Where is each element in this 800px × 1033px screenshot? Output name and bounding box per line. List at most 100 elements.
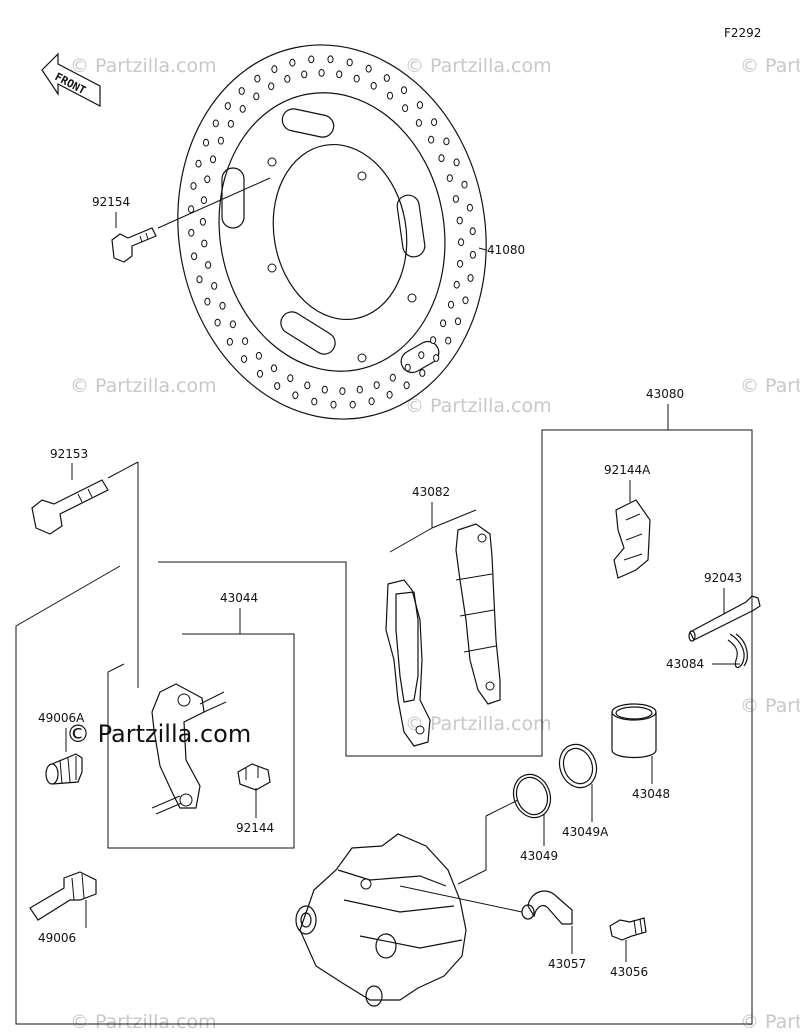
drill-hole (469, 227, 476, 236)
drill-hole (447, 300, 455, 309)
drill-hole (446, 174, 453, 183)
drill-hole (453, 280, 460, 289)
drill-hole (311, 397, 318, 406)
label-43084: 43084 (666, 657, 704, 671)
dust-seal-43049a[interactable] (554, 739, 603, 793)
bleeder-cap-43057[interactable] (399, 885, 573, 925)
drill-hole (226, 337, 233, 346)
label-43049: 43049 (520, 849, 558, 863)
watermark-text: © Partzilla.com (740, 1011, 800, 1033)
drill-hole (461, 180, 468, 189)
drill-hole (419, 369, 426, 377)
drill-hole (202, 138, 210, 147)
drill-hole (400, 86, 408, 95)
drill-hole (370, 81, 377, 90)
drill-hole (274, 382, 281, 390)
caliper-body[interactable] (295, 799, 519, 1007)
drill-hole (353, 74, 360, 83)
drill-hole (196, 275, 203, 284)
drill-hole (346, 58, 353, 67)
label-43080: 43080 (646, 387, 684, 401)
drill-hole (452, 195, 459, 203)
boot-49006[interactable] (29, 871, 97, 921)
piston-43048[interactable] (611, 703, 657, 759)
caliper-bolt-92153[interactable] (31, 461, 139, 535)
bracket-spring-92144[interactable] (237, 763, 271, 791)
watermark-text: © Partzilla.com (405, 713, 552, 735)
pad-pin-92043[interactable] (688, 595, 761, 642)
label-43082: 43082 (412, 485, 450, 499)
drill-hole (284, 75, 291, 83)
drill-hole (229, 320, 236, 329)
boot-49006a[interactable] (45, 753, 83, 785)
drill-hole (415, 119, 422, 127)
drill-hole (217, 136, 224, 145)
caliper-bracket-43044[interactable] (151, 683, 227, 815)
label-92043: 92043 (704, 571, 742, 585)
watermark-text: © Partzilla.com (740, 55, 800, 77)
label-49006a: 49006A (38, 711, 85, 725)
drill-hole (268, 82, 275, 91)
brake-pad-set-43082[interactable] (385, 523, 501, 747)
drill-hole (190, 182, 197, 190)
drill-hole (199, 217, 206, 226)
drill-hole (239, 105, 246, 113)
drill-hole (469, 250, 476, 259)
drill-hole (330, 400, 337, 409)
drill-hole (402, 104, 409, 113)
drill-hole (368, 397, 375, 406)
drill-hole (327, 55, 334, 64)
drill-hole (256, 369, 264, 378)
drill-hole (304, 381, 311, 390)
pad-spring-92144a[interactable] (613, 499, 651, 579)
drill-hole (242, 337, 249, 346)
drill-hole (204, 175, 211, 184)
drill-hole (204, 297, 211, 306)
drill-hole (188, 205, 195, 214)
drill-hole (200, 196, 207, 205)
drill-hole (255, 351, 262, 360)
drill-hole (416, 101, 423, 109)
drill-hole (191, 252, 198, 261)
label-92153: 92153 (50, 447, 88, 461)
drill-hole (457, 259, 464, 268)
label-92144: 92144 (236, 821, 274, 835)
drill-hole (466, 203, 473, 212)
drill-hole (201, 239, 208, 248)
watermark-logo-text: © Partzilla.com (66, 720, 251, 748)
watermark-text: © Partzilla.com (405, 55, 552, 77)
drill-hole (205, 261, 212, 269)
drill-hole (227, 119, 234, 128)
watermark-text: © Partzilla.com (740, 695, 800, 717)
pin-clip-43084[interactable] (727, 633, 748, 669)
label-43049a: 43049A (562, 825, 609, 839)
drill-hole (254, 74, 261, 83)
label-92154: 92154 (92, 195, 130, 209)
drill-hole (404, 363, 411, 372)
drill-hole (373, 381, 380, 390)
figure-code: F2292 (724, 26, 761, 40)
bleeder-valve-43056[interactable] (609, 917, 647, 941)
drill-hole (292, 391, 299, 400)
drill-hole (270, 364, 278, 373)
drill-hole (211, 282, 218, 290)
drill-hole (467, 274, 474, 282)
drill-hole (308, 55, 315, 64)
watermark-text: © Partzilla.com (70, 1011, 217, 1033)
drill-hole (339, 387, 346, 396)
disc-bolt-92154[interactable] (111, 177, 271, 263)
drill-hole (458, 238, 465, 247)
drill-hole (453, 158, 460, 167)
label-43057: 43057 (548, 957, 586, 971)
drill-hole (433, 354, 440, 362)
piston-seal-43049[interactable] (508, 769, 557, 823)
brake-disc[interactable] (149, 20, 516, 443)
drill-hole (188, 228, 195, 237)
drill-hole (418, 351, 425, 360)
drill-hole (389, 373, 396, 382)
drill-hole (238, 87, 245, 95)
drill-hole (195, 159, 202, 168)
drill-hole (456, 216, 463, 225)
drill-hole (318, 69, 325, 77)
